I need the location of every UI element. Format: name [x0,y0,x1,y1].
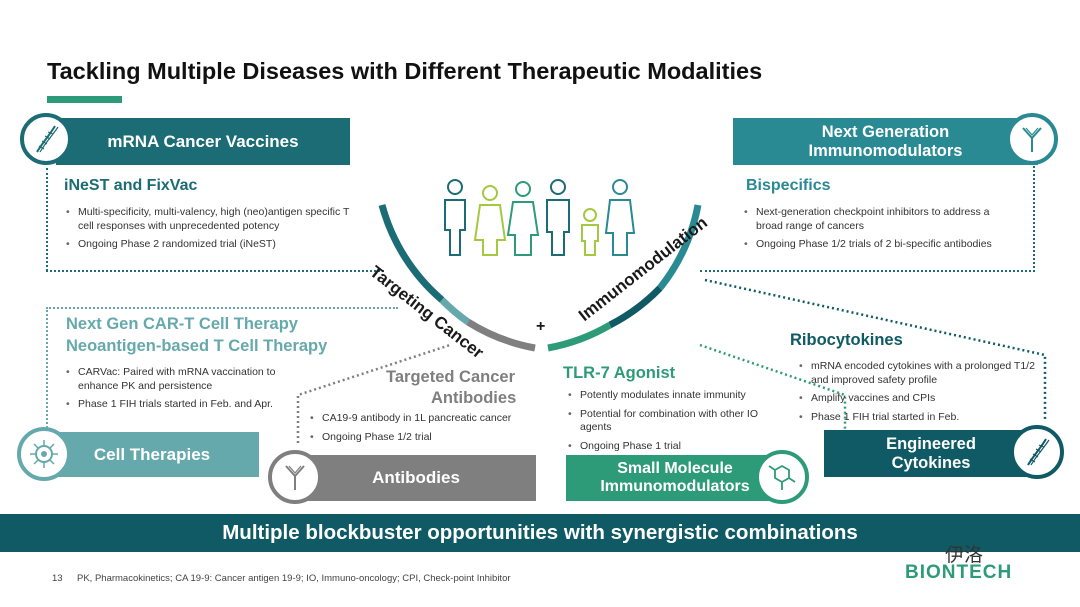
antibodies-box: Antibodies [296,455,536,501]
mrna-box-label: mRNA Cancer Vaccines [107,131,299,151]
antibodies-heading-2: Antibodies [431,389,517,407]
next-gen-immunomodulators-box: Next Generation Immunomodulators [733,118,1038,165]
list-item: Phase 1 FIH trials started in Feb. and A… [64,398,304,412]
list-item: Next-generation checkpoint inhibitors to… [742,206,1017,233]
connector-lines-svg [296,343,847,445]
cell-heading-1: Next Gen CAR-T Cell Therapy [66,315,298,333]
mrna-strand-icon [1010,425,1064,479]
list-item: Amplify vaccines and CPIs [797,392,1037,406]
antibody-icon [268,450,322,504]
mrna-bullets: Multi-specificity, multi-valency, high (… [64,206,354,257]
engineered-cytokines-box-label: Engineered Cytokines [886,434,976,472]
cell-bullets: CARVac: Paired with mRNA vaccination to … [64,366,304,417]
cell-box-label: Cell Therapies [93,444,211,464]
mrna-strand-icon [20,113,72,165]
page-number: 13 [52,573,63,584]
list-item: mRNA encoded cytokines with a prolonged … [797,360,1037,387]
title-underline [47,96,122,103]
list-item: CARVac: Paired with mRNA vaccination to … [64,366,304,393]
plus-sign: + [536,318,546,335]
cell-therapies-box: Cell Therapies [45,432,259,477]
bispecifics-bullets: Next-generation checkpoint inhibitors to… [742,206,1017,257]
footnote: PK, Pharmacokinetics; CA 19-9: Cancer an… [77,573,511,584]
connector-line [700,270,1035,272]
antibodies-bullets: CA19-9 antibody in 1L pancreatic cancer … [308,412,543,449]
tlr7-bullets: Potently modulates innate immunity Poten… [566,389,771,459]
cell-heading-2: Neoantigen-based T Cell Therapy [66,337,328,355]
connector-line [46,168,48,271]
page-title: Tackling Multiple Diseases with Differen… [47,58,763,84]
biontech-logo: BIONTECH [905,562,1013,583]
list-item: Multi-specificity, multi-valency, high (… [64,206,354,233]
connector-line [1033,166,1035,272]
mrna-heading: iNeST and FixVac [64,177,198,194]
antibodies-heading-1: Targeted Cancer [386,368,515,386]
summary-banner-text: Multiple blockbuster opportunities with … [222,521,858,544]
antibody-icon [1006,113,1058,165]
small-molecule-box: Small Molecule Immunomodulators [566,455,784,501]
list-item: Potently modulates innate immunity [566,389,771,403]
list-item: Ongoing Phase 2 randomized trial (iNeST) [64,238,354,252]
ribocytokines-heading: Ribocytokines [790,331,903,349]
patients-icon [444,179,636,256]
list-item: Ongoing Phase 1 trial [566,440,771,454]
list-item: CA19-9 antibody in 1L pancreatic cancer [308,412,543,426]
antibodies-box-label: Antibodies [372,468,460,488]
connector-ribo-svg [704,278,1047,420]
connector-line [46,270,384,272]
tlr7-heading: TLR-7 Agonist [563,364,676,382]
engineered-cytokines-box: Engineered Cytokines [824,430,1038,477]
summary-banner: Multiple blockbuster opportunities with … [0,514,1080,552]
watermark: 伊洛 [945,545,984,566]
cell-icon [17,427,71,481]
list-item: Ongoing Phase 1/2 trial [308,431,543,445]
connector-line [46,307,398,309]
list-item: Ongoing Phase 1/2 trials of 2 bi-specifi… [742,238,1017,252]
mrna-cancer-vaccines-box: mRNA Cancer Vaccines [56,118,350,165]
bispecifics-heading: Bispecifics [746,177,831,194]
list-item: Potential for combination with other IO … [566,408,771,435]
molecule-icon [755,450,809,504]
nextgen-box-label: Next Generation Immunomodulators [808,122,963,160]
ribocytokines-bullets: mRNA encoded cytokines with a prolonged … [797,360,1037,430]
list-item: Phase 1 FIH trial started in Feb. [797,411,1037,425]
small-molecule-box-label: Small Molecule Immunomodulators [600,459,750,495]
connector-line [46,307,48,432]
center-arcs [378,204,702,352]
